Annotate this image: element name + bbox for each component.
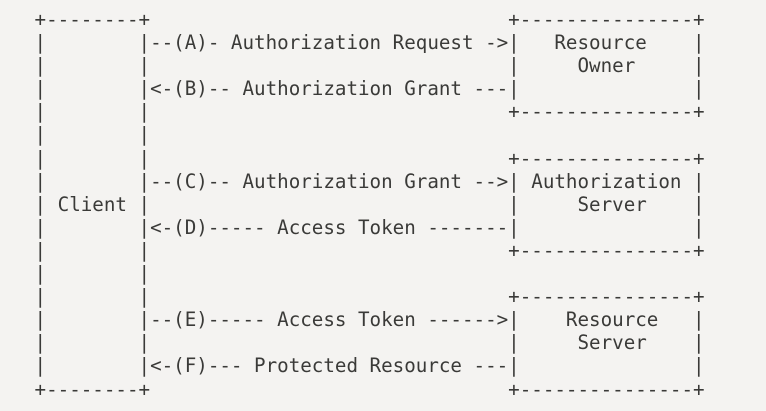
diagram-line-15: | |<-(F)--- Protected Resource ---| | xyxy=(23,354,705,378)
diagram-line-4: | | +---------------+ xyxy=(23,100,705,124)
diagram-line-9: | |<-(D)----- Access Token -------| | xyxy=(23,215,705,239)
diagram-line-16: +--------+ +---------------+ xyxy=(23,377,705,401)
diagram-line-1: | |--(A)- Authorization Request ->| Reso… xyxy=(23,31,705,55)
diagram-line-8: | Client | | Server | xyxy=(23,192,705,216)
diagram-line-12: | | +---------------+ xyxy=(23,285,705,309)
diagram-line-3: | |<-(B)-- Authorization Grant ---| | xyxy=(23,77,705,101)
diagram-line-11: | | xyxy=(23,262,151,286)
diagram-line-7: | |--(C)-- Authorization Grant -->| Auth… xyxy=(23,169,705,193)
diagram-line-14: | | | Server | xyxy=(23,331,705,355)
diagram-line-5: | | xyxy=(23,123,151,147)
diagram-line-6: | | +---------------+ xyxy=(23,146,705,170)
diagram-line-2: | | | Owner | xyxy=(23,54,705,78)
diagram-line-0: +--------+ +---------------+ xyxy=(23,8,705,31)
ascii-protocol-flow-diagram: +--------+ +---------------+ | |--(A)- A… xyxy=(23,8,705,401)
diagram-line-10: | | +---------------+ xyxy=(23,238,705,262)
diagram-line-13: | |--(E)----- Access Token ------>| Reso… xyxy=(23,308,705,332)
